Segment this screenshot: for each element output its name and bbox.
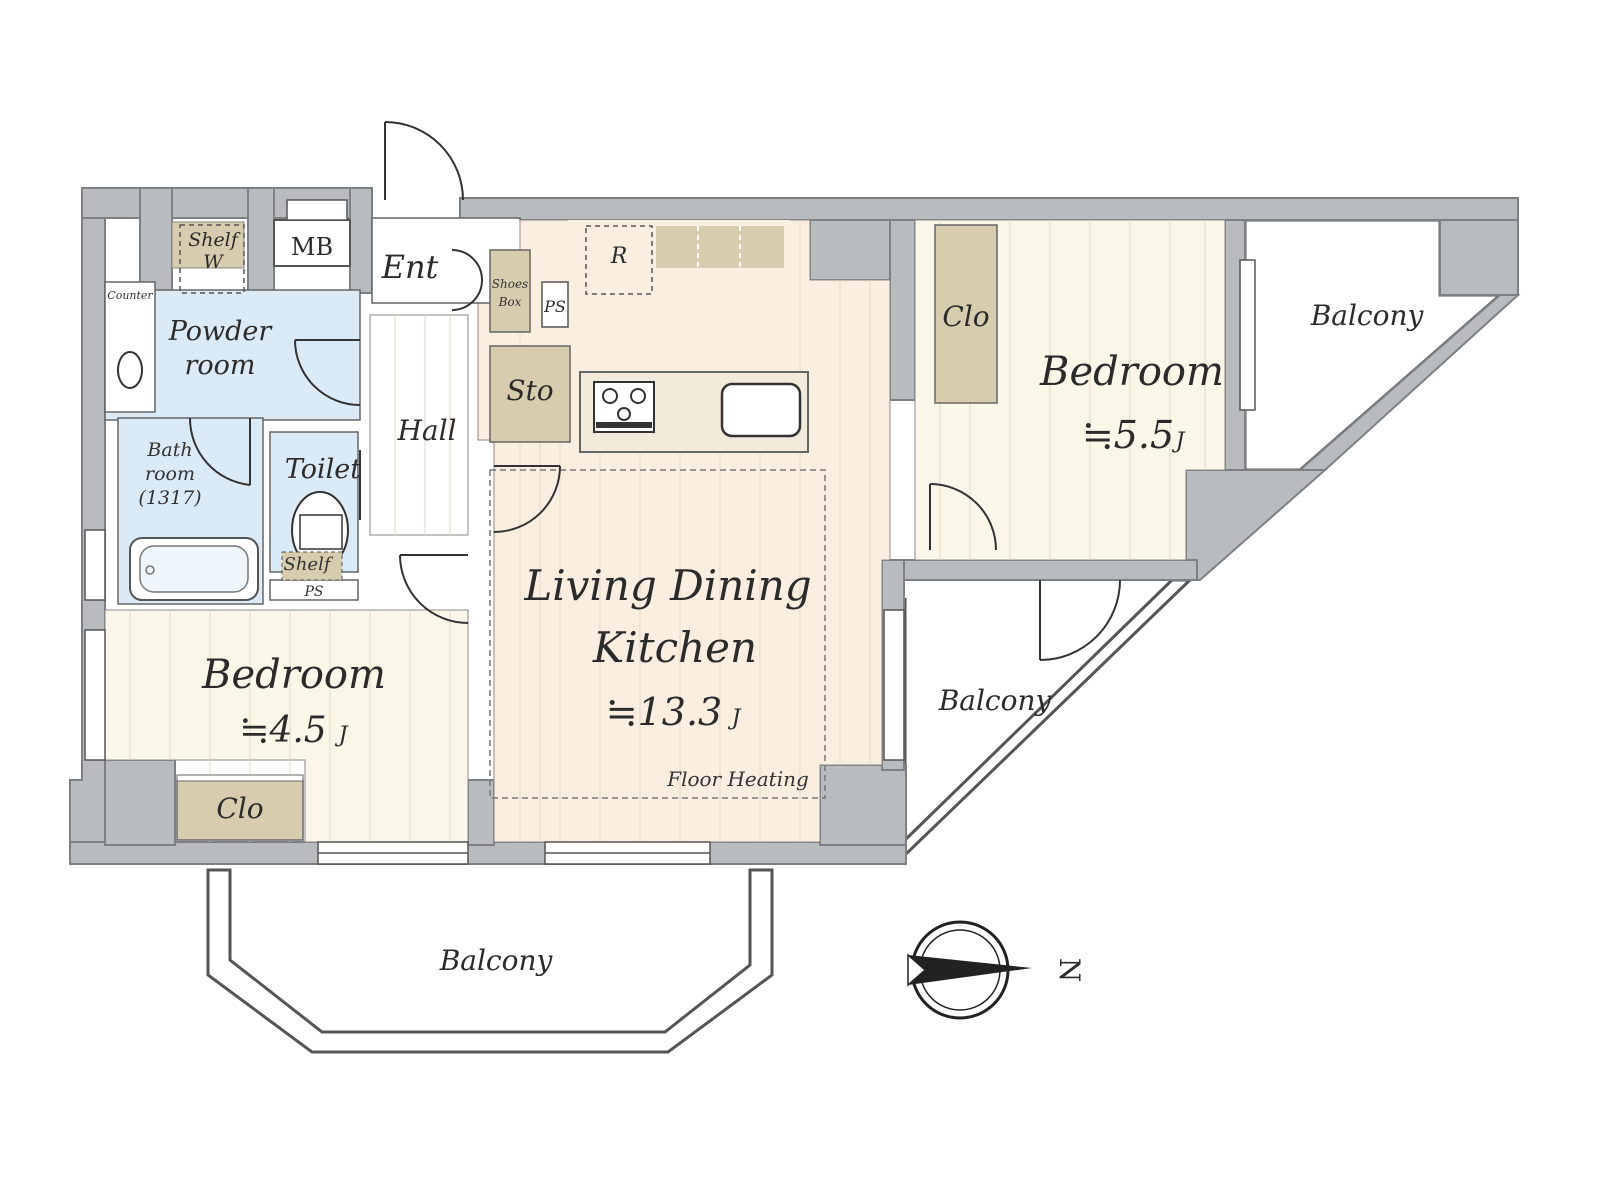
ldk-unit: J [728, 706, 742, 731]
ps-top-label: PS [543, 297, 566, 316]
bedroom-right-unit: J [1172, 429, 1186, 454]
bath-room-size: (1317) [138, 487, 201, 509]
ldk-size: ≒13.3 [606, 690, 722, 734]
balcony-south [206, 868, 774, 1054]
toilet-shelf-label: Shelf [284, 554, 334, 575]
bedroom-left-unit: J [335, 723, 349, 748]
counter-label: Counter [107, 289, 153, 302]
windows [84, 199, 1256, 865]
shelf-w-label: Shelf [188, 229, 241, 251]
compass-icon [907, 920, 1032, 1020]
bedroom-right-size: ≒5.5 [1082, 413, 1174, 457]
balcony-east [903, 578, 1194, 859]
powder-room-label: Powder [168, 316, 274, 347]
hall-label: Hall [396, 414, 456, 447]
ent-label: Ent [381, 248, 439, 286]
toilet-label: Toilet [285, 454, 361, 485]
powder-room-label-2: room [184, 350, 255, 381]
storage-label: Sto [506, 374, 553, 407]
bedroom-right-label: Bedroom [1039, 349, 1224, 395]
bath-room-label: Bath [146, 439, 192, 461]
doors [188, 121, 1121, 661]
shoes-box-label-2: Box [498, 295, 522, 309]
balcony-east-label: Balcony [938, 684, 1053, 717]
balcony-northeast-label: Balcony [1310, 299, 1425, 332]
floor-heating-label: Floor Heating [666, 767, 809, 791]
refrigerator-label: R [610, 244, 628, 269]
balcony-south-label: Balcony [439, 944, 554, 977]
shoes-box-label: Shoes [492, 277, 528, 291]
bedroom-left-size: ≒4.5 [239, 710, 326, 751]
clo-left-label: Clo [216, 792, 263, 825]
mb-label: MB [291, 233, 333, 261]
shelf-w-label-2: W [203, 251, 224, 273]
fixtures [104, 219, 998, 841]
bath-room-label-2: room [145, 463, 195, 485]
bedroom-left-label: Bedroom [201, 652, 386, 698]
ps-bottom-label: PS [303, 584, 323, 600]
ldk-label: Living Dining [523, 561, 811, 610]
compass-north-label: N [1053, 958, 1086, 983]
ldk-label-2: Kitchen [592, 623, 757, 672]
clo-right-label: Clo [942, 300, 989, 333]
